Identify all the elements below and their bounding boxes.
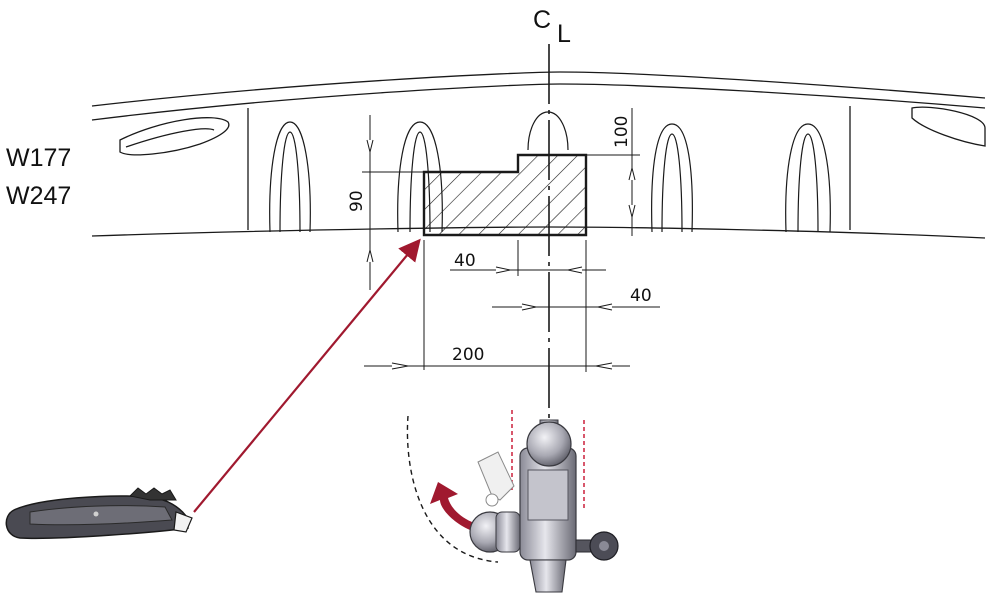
- swing-arc: [406, 415, 499, 563]
- cut-out-area: [422, 153, 588, 237]
- dim-40-top-label: 40: [454, 251, 476, 271]
- bumper-ribs: [269, 111, 831, 233]
- rotate-arrow-icon: [430, 482, 472, 530]
- dim-90-label: 90: [347, 190, 367, 212]
- red-guide-lines: [511, 410, 585, 510]
- wheel-code-w247: W247: [6, 182, 71, 210]
- dim-200-label: 200: [452, 345, 484, 365]
- tow-ball-coupling-icon: [469, 419, 619, 593]
- centerline-l: L: [557, 20, 571, 48]
- dim-100-label: 100: [612, 116, 632, 148]
- cut-pointer-arrow: [193, 238, 421, 513]
- dimension-lines: [362, 108, 660, 372]
- wheel-code-w177: W177: [6, 144, 71, 172]
- centerline-c: C: [533, 6, 551, 34]
- dim-40-right-label: 40: [630, 286, 652, 306]
- utility-knife-icon: [5, 487, 193, 540]
